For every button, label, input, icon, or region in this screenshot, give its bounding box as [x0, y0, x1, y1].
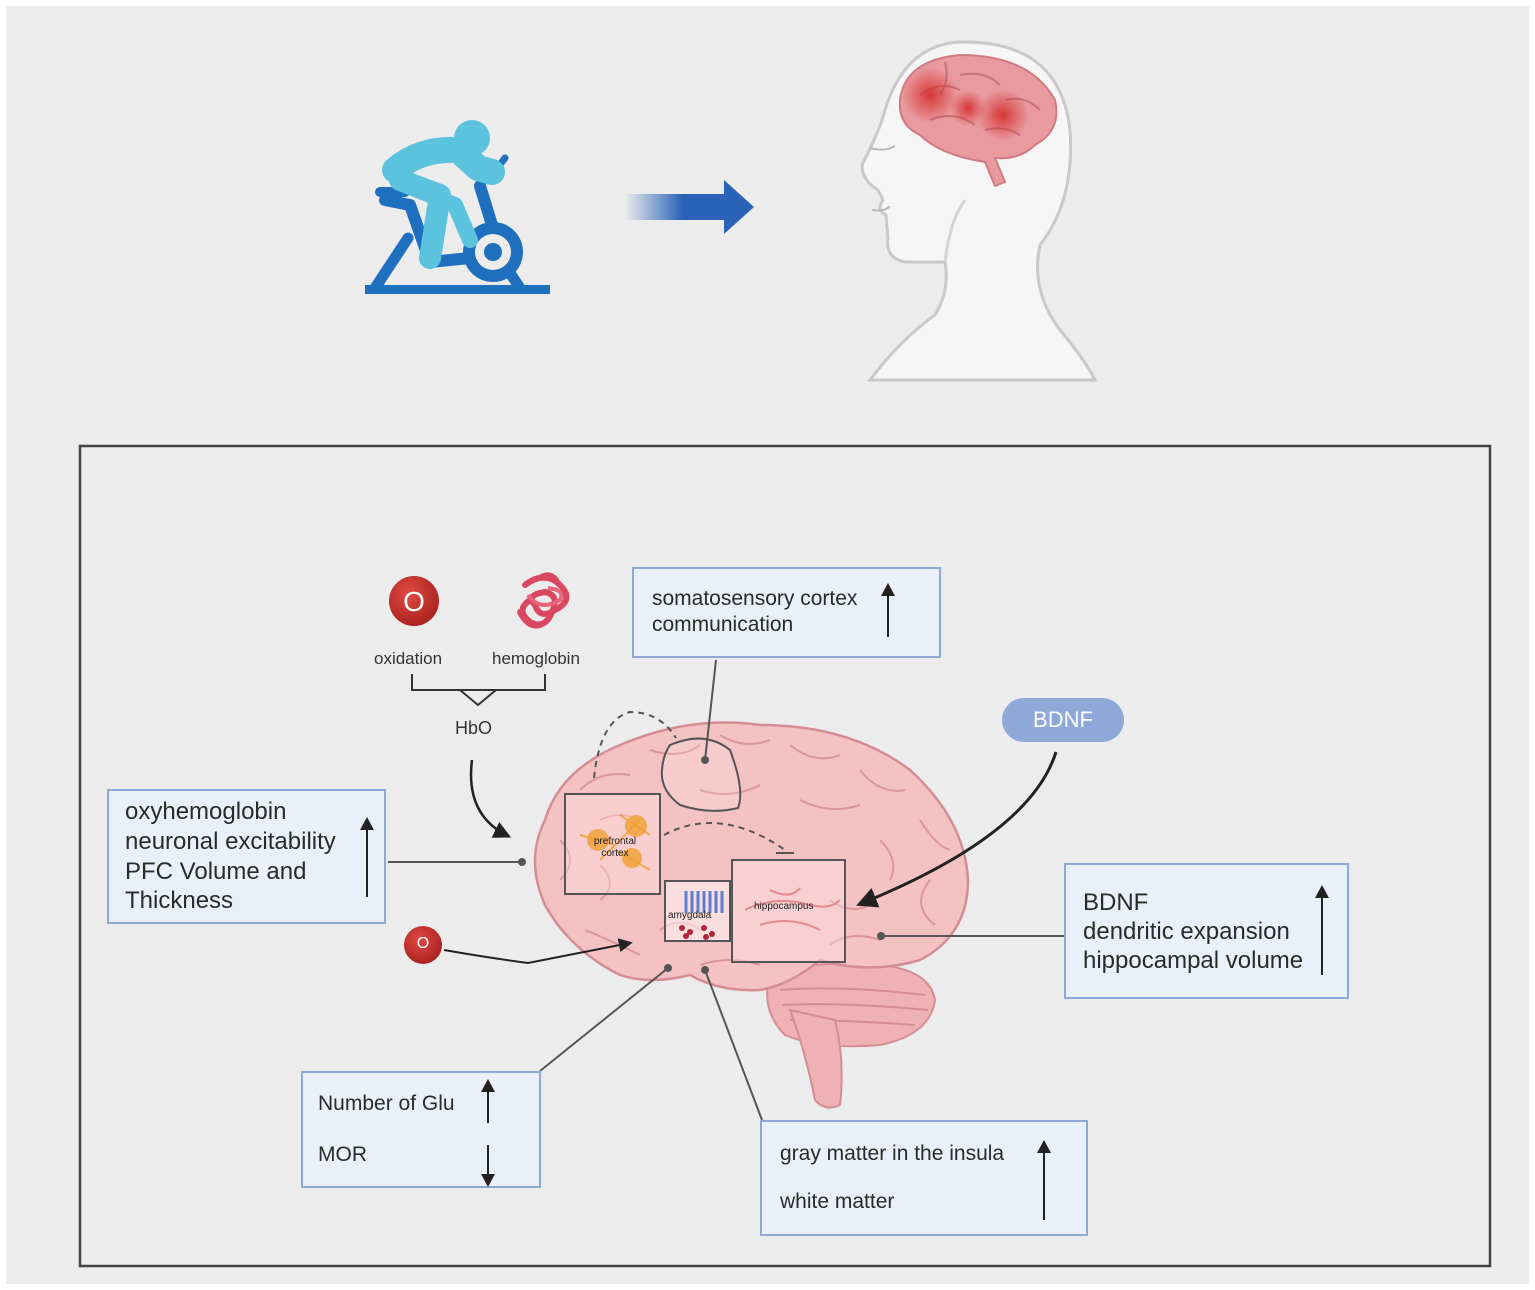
insula-line-2: white matter: [780, 1190, 895, 1213]
mor-line: MOR: [318, 1143, 367, 1166]
hippocampal-line-2: dendritic expansion: [1083, 918, 1290, 945]
prefrontal-label: prefrontal cortex: [593, 836, 637, 859]
insula-box: gray matter in the insula white matter: [760, 1120, 1088, 1236]
increase-arrow: [360, 817, 374, 897]
hippocampus-label: hippocampus: [754, 901, 814, 912]
hippocampal-line-1: BDNF: [1083, 889, 1149, 916]
insula-line-1: gray matter in the insula: [780, 1142, 1005, 1165]
lower-panel-frame: [78, 444, 1492, 1268]
oxidation-label: oxidation: [374, 649, 443, 668]
human-head-brain-icon: [860, 40, 1098, 382]
hbo-label: HbO: [455, 718, 493, 738]
dashed-connector: [593, 710, 677, 779]
glu-line: Number of Glu: [318, 1092, 455, 1115]
bracket-tip: [459, 689, 497, 707]
bdnf-arrow: [856, 751, 1058, 908]
hbo-arrow: [469, 759, 512, 838]
hippocampal-line-3: hippocampal volume: [1083, 947, 1304, 974]
oxygen-arrow: [443, 938, 633, 965]
increase-arrow: [1037, 1140, 1051, 1220]
glu-mor-box: Number of Glu MOR: [301, 1071, 541, 1188]
dashed-connector: [663, 822, 786, 851]
bdnf-pill-label: BDNF: [1033, 707, 1093, 732]
bracket: [411, 674, 546, 691]
increase-arrow: [881, 583, 895, 637]
somatosensory-line-2: communication: [652, 613, 794, 636]
brain-icon: [533, 721, 970, 1109]
increase-arrow: [1315, 885, 1329, 975]
oxygen-symbol: O: [403, 586, 425, 617]
oxygen-molecule-icon: [404, 926, 442, 964]
prefrontal-line-4: Thickness: [125, 887, 234, 914]
prefrontal-box: oxyhemoglobin neuronal excitability PFC …: [107, 789, 386, 924]
bdnf-pill: [1002, 698, 1124, 742]
small-oxygen-symbol: O: [416, 935, 430, 952]
right-arrow-icon: [625, 180, 754, 234]
increase-arrow: [481, 1079, 495, 1123]
decrease-arrow: [481, 1145, 495, 1187]
prefrontal-line-3: PFC Volume and: [125, 858, 307, 885]
prefrontal-line-1: oxyhemoglobin: [125, 798, 287, 825]
prefrontal-line-2: neuronal excitability: [125, 828, 336, 855]
somatosensory-box: somatosensory cortex communication: [632, 567, 941, 658]
exercise-bike-icon: [365, 120, 550, 294]
somatosensory-line-1: somatosensory cortex: [652, 587, 858, 610]
hemoglobin-label: hemoglobin: [492, 649, 580, 668]
amygdala-label: amygdala: [668, 910, 712, 921]
hippocampal-box: BDNF dendritic expansion hippocampal vol…: [1064, 863, 1349, 999]
oxygen-molecule-icon: [389, 576, 439, 626]
hemoglobin-icon: [517, 572, 570, 629]
